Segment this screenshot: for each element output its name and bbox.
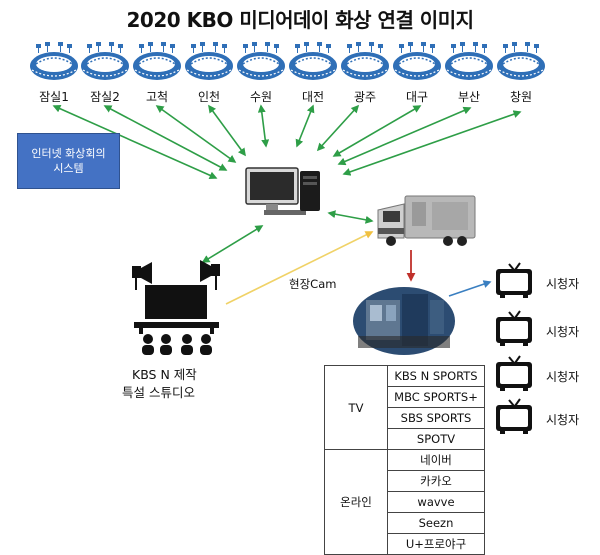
stadium-icons: [29, 41, 546, 81]
studio-label: KBS N 제작 특설 스튜디오: [120, 366, 240, 402]
arrow-suwon: [257, 104, 270, 148]
stadium-icon: [80, 41, 130, 81]
computer-icon: [245, 167, 320, 215]
viewer-label: 시청자: [546, 413, 580, 427]
table-row: 온라인 네이버: [324, 449, 485, 555]
channel-cell: SBS SPORTS: [387, 407, 485, 429]
stadium-icon: [184, 41, 234, 81]
arrow-broadcast-viewer: [448, 280, 492, 297]
stadium-icon: [29, 41, 79, 81]
viewer-label: 시청자: [546, 325, 580, 339]
channel-cell: MBC SPORTS+: [387, 386, 485, 408]
stadium-label: 대구: [405, 90, 429, 104]
stadium-label: 부산: [457, 90, 481, 104]
table-row: SBS SPORTS: [325, 407, 485, 429]
stadium-label: 잠실1: [39, 90, 69, 104]
stadium-connection-arrows: [52, 104, 522, 180]
studio-label-line2: 특설 스튜디오: [122, 385, 195, 400]
arrow-gwangju: [316, 104, 360, 152]
stadium-label: 대전: [301, 90, 325, 104]
tv-icon: [495, 355, 533, 392]
stadium-icon: [392, 41, 442, 81]
channel-cell: 네이버: [387, 449, 485, 471]
stadium-label: 고척: [145, 90, 169, 104]
onsite-cam-label: 현장Cam: [289, 277, 337, 291]
system-box-line1: 인터넷 화상회의: [31, 147, 106, 160]
viewer-label: 시청자: [546, 370, 580, 384]
onsite-photo: [353, 287, 455, 355]
arrow-computer-studio: [201, 225, 264, 263]
stadium-icon: [340, 41, 390, 81]
channel-cell: SPOTV: [387, 428, 485, 450]
category-tv: TV: [324, 365, 388, 450]
viewer-label: 시청자: [546, 277, 580, 291]
channel-cell: KBS N SPORTS: [387, 365, 485, 387]
broadcast-truck-icon: [377, 195, 476, 246]
arrow-incheon: [208, 104, 246, 157]
stadium-icon: [288, 41, 338, 81]
video-conference-system-box: 인터넷 화상회의 시스템: [17, 133, 120, 189]
channel-cell: U+프로야구: [387, 533, 485, 555]
tv-icon: [495, 398, 533, 435]
stadium-icon: [132, 41, 182, 81]
system-box-line2: 시스템: [53, 162, 84, 175]
channel-cell: Seezn: [387, 512, 485, 534]
table-row: TV KBS N SPORTS: [324, 365, 485, 450]
channel-cell: 카카오: [387, 470, 485, 492]
arrow-studio-truck: [225, 231, 374, 305]
arrow-jamsil2: [103, 105, 228, 171]
stadium-label: 창원: [509, 90, 533, 104]
category-online: 온라인: [324, 449, 388, 555]
tv-icon: [495, 310, 533, 347]
channel-cell: wavve: [387, 491, 485, 513]
stadium-icon: [444, 41, 494, 81]
broadcast-channels-table: TV KBS N SPORTS MBC SPORTS+ SBS SPORTS S…: [324, 365, 485, 555]
tv-icon: [495, 262, 533, 299]
studio-label-line1: KBS N 제작: [132, 367, 197, 382]
stadium-label: 잠실2: [90, 90, 120, 104]
diagram-title: 2020 KBO 미디어데이 화상 연결 이미지: [126, 8, 474, 32]
table-row: MBC SPORTS+: [325, 386, 485, 408]
arrow-computer-truck: [327, 210, 374, 224]
stadium-label: 인천: [197, 90, 221, 104]
stadium-label: 광주: [353, 90, 377, 104]
stadium-label: 수원: [249, 90, 273, 104]
arrow-changwon: [342, 110, 522, 176]
stadium-icon: [496, 41, 546, 81]
arrow-daejeon: [295, 104, 315, 148]
studio-icon: [132, 260, 220, 355]
stadium-icon: [236, 41, 286, 81]
